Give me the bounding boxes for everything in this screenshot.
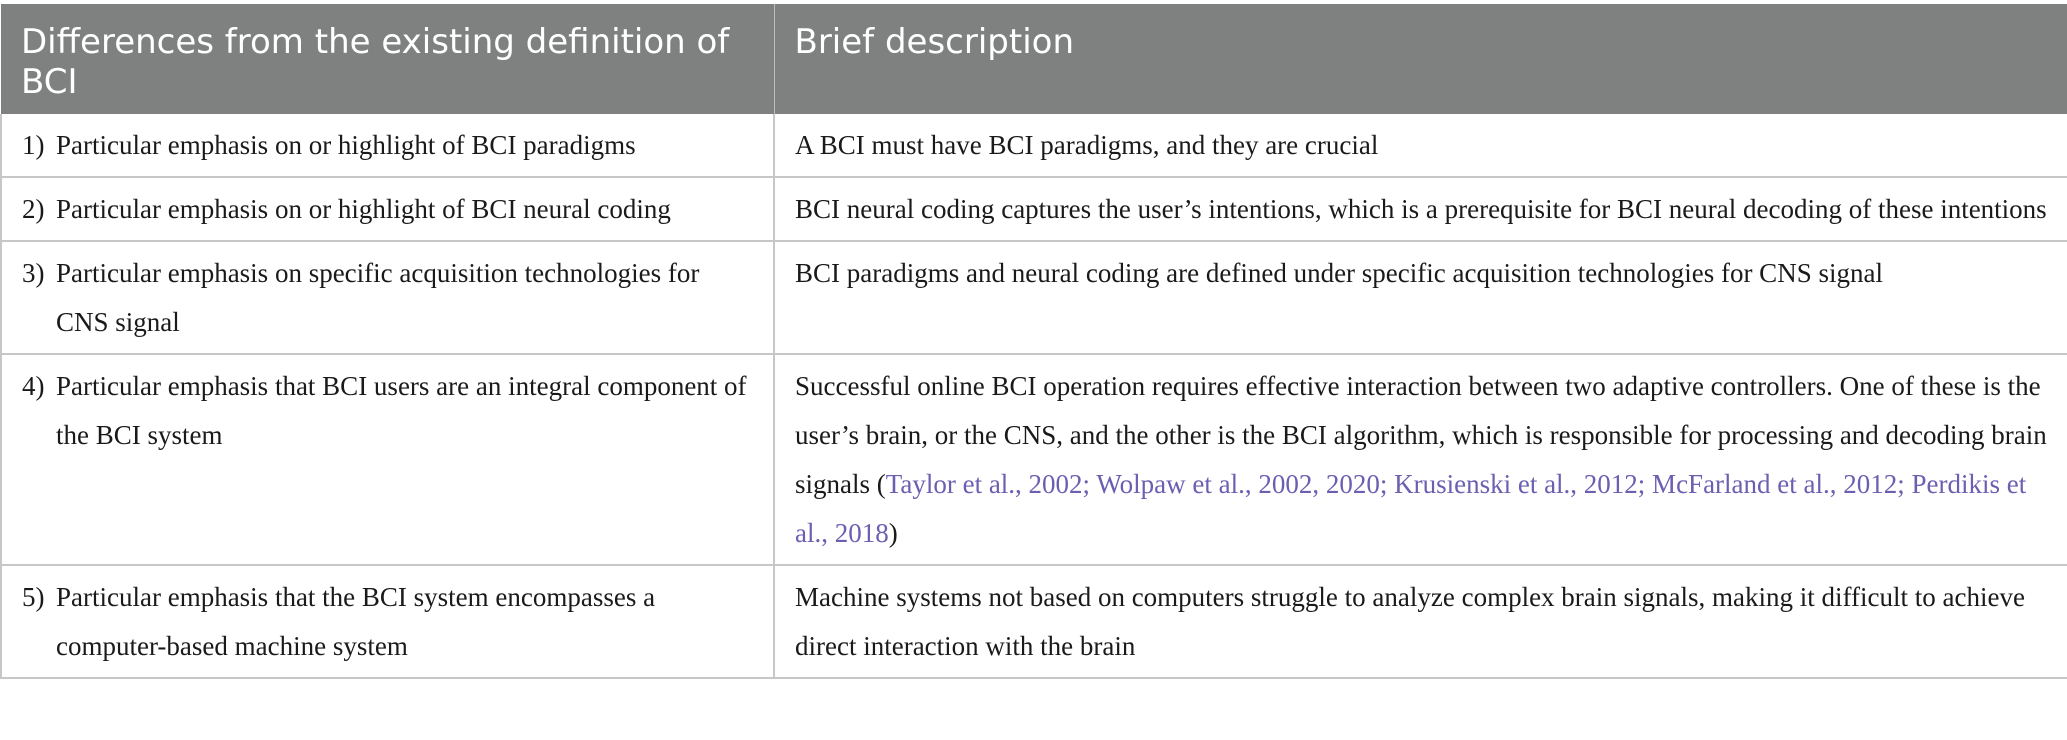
description-text: Machine systems not based on computers s… xyxy=(795,582,2025,661)
row-number: 4) xyxy=(22,371,45,401)
difference-cell: 2) Particular emphasis on or highlight o… xyxy=(0,177,775,242)
comparison-table-container: Differences from the existing definition… xyxy=(0,4,2067,679)
row-number: 1) xyxy=(22,130,45,160)
difference-cell: 1) Particular emphasis on or highlight o… xyxy=(0,114,775,178)
description-text: A BCI must have BCI paradigms, and they … xyxy=(795,130,1379,160)
description-text: BCI paradigms and neural coding are defi… xyxy=(795,258,1883,288)
difference-text: Particular emphasis on specific acquisit… xyxy=(56,258,700,337)
table-row: 4) Particular emphasis that BCI users ar… xyxy=(0,354,2067,566)
table-row: 3) Particular emphasis on specific acqui… xyxy=(0,241,2067,355)
description-cell: BCI neural coding captures the user’s in… xyxy=(774,177,2067,242)
difference-cell: 3) Particular emphasis on specific acqui… xyxy=(0,241,775,355)
description-text: Successful online BCI operation requires… xyxy=(795,371,2047,499)
row-number: 3) xyxy=(22,258,45,288)
description-cell: BCI paradigms and neural coding are defi… xyxy=(774,241,2067,355)
row-number: 5) xyxy=(22,582,45,612)
difference-text: Particular emphasis that BCI users are a… xyxy=(56,371,747,450)
difference-cell: 4) Particular emphasis that BCI users ar… xyxy=(0,354,775,566)
difference-text: Particular emphasis on or highlight of B… xyxy=(56,194,671,224)
table-row: 5) Particular emphasis that the BCI syst… xyxy=(0,565,2067,679)
table-header-row: Differences from the existing definition… xyxy=(1,4,2067,114)
difference-text: Particular emphasis on or highlight of B… xyxy=(56,130,636,160)
description-cell: Machine systems not based on computers s… xyxy=(774,565,2067,679)
table-row: 2) Particular emphasis on or highlight o… xyxy=(0,177,2067,242)
description-cell: A BCI must have BCI paradigms, and they … xyxy=(774,114,2067,178)
comparison-table: Differences from the existing definition… xyxy=(0,4,2067,679)
difference-text: Particular emphasis that the BCI system … xyxy=(56,582,656,661)
table-row: 1) Particular emphasis on or highlight o… xyxy=(0,114,2067,178)
row-number: 2) xyxy=(22,194,45,224)
description-cell: Successful online BCI operation requires… xyxy=(774,354,2067,566)
header-description: Brief description xyxy=(774,4,2067,114)
difference-cell: 5) Particular emphasis that the BCI syst… xyxy=(0,565,775,679)
header-differences: Differences from the existing definition… xyxy=(1,4,775,114)
citation-close: ) xyxy=(888,518,898,548)
citation-link[interactable]: Taylor et al., 2002; Wolpaw et al., 2002… xyxy=(795,469,2027,548)
description-text: BCI neural coding captures the user’s in… xyxy=(795,194,2047,224)
